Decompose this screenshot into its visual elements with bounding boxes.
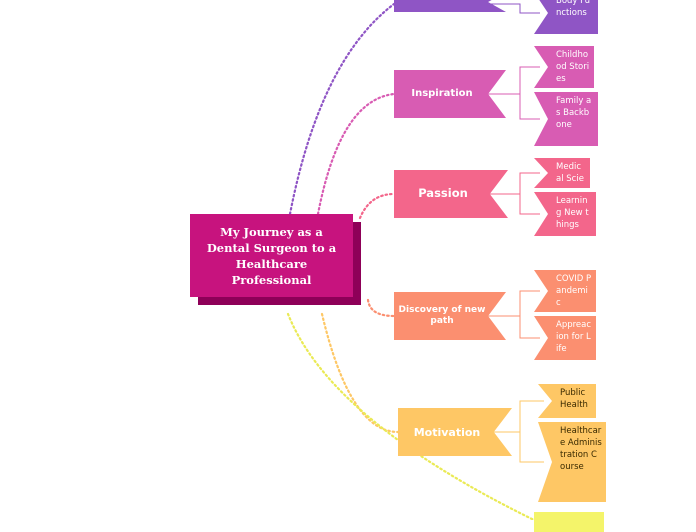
branch-label: Passion <box>418 186 468 201</box>
leaf-node[interactable]: Body Functions <box>534 0 598 34</box>
leaf-label: Appreacion for Life <box>556 320 592 354</box>
leaf-label: Body Functions <box>556 0 590 18</box>
branch-connector <box>320 312 400 434</box>
branch-connector <box>316 92 396 216</box>
leaf-label: Family as Backbone <box>556 96 592 130</box>
leaf-connector <box>488 93 540 120</box>
leaf-connector <box>488 315 540 339</box>
branch-connector <box>288 2 396 216</box>
leaf-label: Healthcare Administration Course <box>560 426 602 472</box>
branch-node[interactable] <box>534 512 604 532</box>
leaf-label: COVID Pandemic <box>556 274 592 308</box>
leaf-label: Childhood Stories <box>556 50 590 84</box>
branch-label: Discovery of new path <box>398 305 486 326</box>
leaf-label: Public Health <box>560 388 588 410</box>
branch-connector <box>358 192 396 220</box>
branch-label: Inspiration <box>411 88 473 99</box>
branch-node[interactable]: Passion <box>394 170 508 218</box>
leaf-connector <box>489 193 540 215</box>
leaf-label: Learning New things <box>556 196 589 230</box>
root-node[interactable]: My Journey as a Dental Surgeon to a Heal… <box>190 214 353 297</box>
leaf-connector <box>493 431 544 463</box>
branch-node[interactable]: Inspiration <box>394 70 506 118</box>
connector-layer <box>286 2 544 520</box>
branch-node[interactable]: Motivation <box>398 408 512 456</box>
branch-node[interactable] <box>394 0 506 12</box>
branch-label: Motivation <box>413 425 481 439</box>
leaf-label: Medical Science <box>556 162 584 196</box>
leaf-connector <box>488 3 540 14</box>
branch-connector <box>366 298 396 318</box>
branch-connector <box>286 312 536 520</box>
branch-node[interactable]: Discovery of new path <box>394 292 506 340</box>
root-node-label: My Journey as a Dental Surgeon to a Heal… <box>206 224 337 287</box>
